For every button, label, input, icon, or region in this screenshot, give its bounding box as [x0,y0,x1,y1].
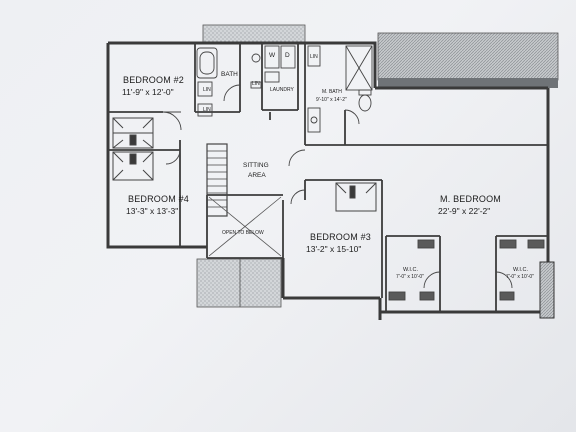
master-bath-fixtures [307,45,373,133]
dryer-tag: D [285,52,290,59]
right-corner-pillar [539,261,555,319]
bath-fixtures [196,47,262,117]
bedroom2-dims: 11'-9" x 12'-0" [122,87,174,97]
linen-tag: LIN [203,107,211,113]
door-swings [162,84,513,289]
linen-tag: LIN [310,54,318,60]
wic-right-dims: 7'-0" x 10'-0" [506,274,534,280]
bedroom2-label: BEDROOM #2 [123,75,185,85]
roof-top-left [202,24,306,43]
bedroom3-label: BEDROOM #3 [310,232,372,242]
linen-tag: LIN [252,81,260,87]
porch-roof [196,258,282,308]
linen-tag: LIN [203,87,211,93]
master-bath-label: M. BATH [322,89,342,95]
closet-bedroom2 [112,117,154,149]
bedroom3-dims: 13'-2" x 15-10" [306,244,362,254]
wic-right-label: W.I.C. [513,267,528,273]
open-to-below-cross [208,196,282,257]
laundry-label: LAUNDRY [270,87,294,93]
sitting-area-label-1: SITTING [243,162,269,169]
interior-walls [108,43,548,312]
master-bedroom-label: M. BEDROOM [440,194,502,204]
roof-top-right [377,32,559,81]
roof-top-right-edge [378,78,558,88]
closet-bedroom4 [112,151,154,181]
washer-tag: W [269,52,276,59]
bedroom4-dims: 13'-3" x 13'-3" [126,206,179,216]
sitting-area-label-2: AREA [248,172,266,179]
open-to-below-label: OPEN TO BELOW [222,230,264,236]
laundry-machines [264,45,296,83]
stair [206,143,228,217]
exterior-walls [106,41,550,320]
bath-label: BATH [221,71,238,78]
wic-shelves [388,239,545,301]
closet-bedroom3 [335,182,377,212]
bedroom4-label: BEDROOM #4 [128,194,190,204]
master-bath-dims: 9'-10" x 14'-2" [316,97,347,103]
master-bedroom-dims: 22'-9" x 22'-2" [438,206,491,216]
wic-left-label: W.I.C. [403,267,418,273]
wic-left-dims: 7'-0" x 10'-0" [396,274,424,280]
